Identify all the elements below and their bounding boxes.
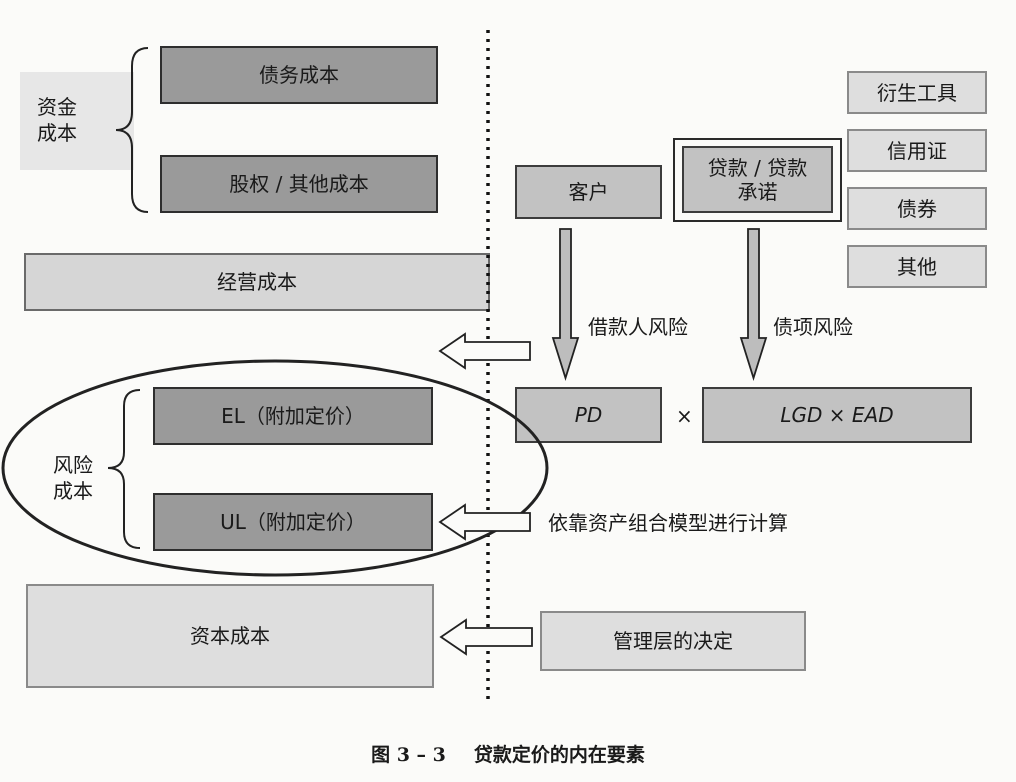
management-decision-text: 管理层的决定 [613, 629, 733, 653]
to-ul-arrow [438, 503, 531, 541]
figure-caption: 图 3 – 3 贷款定价的内在要素 [0, 740, 1016, 767]
customer-text: 客户 [568, 180, 609, 204]
capital-cost-text: 资本成本 [190, 624, 270, 648]
pd-text: PD [574, 403, 603, 427]
operating-cost-text: 经营成本 [217, 270, 297, 294]
capital-cost-panel [20, 72, 134, 170]
capital-cost-brace [115, 47, 149, 213]
product-derivatives: 衍生工具 [847, 71, 987, 114]
product-other: 其他 [847, 245, 987, 288]
figure-number: 图 3 – 3 [371, 744, 446, 766]
equity-cost-box: 股权 / 其他成本 [160, 155, 438, 213]
risk-cost-label: 风险 成本 [53, 453, 93, 503]
capital-cost-box: 资本成本 [26, 584, 434, 688]
loan-commitment-box: 贷款 / 贷款 承诺 [682, 146, 833, 213]
facility-risk-label: 债项风险 [773, 315, 853, 339]
ul-text: UL（附加定价） [220, 510, 366, 534]
el-box: EL（附加定价） [153, 387, 433, 445]
lgd-ead-text: LGD × EAD [780, 403, 894, 427]
figure-title: 贷款定价的内在要素 [473, 744, 645, 766]
debt-cost-box: 债务成本 [160, 46, 438, 104]
borrower-risk-label: 借款人风险 [588, 315, 688, 339]
multiply-sign: × [676, 404, 693, 428]
lgd-ead-box: LGD × EAD [702, 387, 972, 443]
capital-cost-label: 资金 成本 [37, 95, 77, 145]
facility-risk-arrow [739, 228, 768, 382]
operating-cost-box: 经营成本 [24, 253, 490, 311]
customer-box: 客户 [515, 165, 662, 219]
el-text: EL（附加定价） [221, 404, 365, 428]
product-letter-of-credit: 信用证 [847, 129, 987, 172]
risk-cost-ellipse [1, 359, 549, 577]
debt-cost-text: 债务成本 [259, 63, 339, 87]
pd-box: PD [515, 387, 662, 443]
portfolio-model-label: 依靠资产组合模型进行计算 [548, 511, 788, 535]
borrower-risk-arrow [551, 228, 580, 382]
equity-cost-text: 股权 / 其他成本 [229, 172, 369, 196]
management-decision-box: 管理层的决定 [540, 611, 806, 671]
risk-cost-brace [107, 389, 141, 549]
ul-box: UL（附加定价） [153, 493, 433, 551]
to-capital-cost-arrow [439, 618, 533, 656]
to-el-arrow [438, 332, 531, 370]
product-bonds: 债券 [847, 187, 987, 230]
